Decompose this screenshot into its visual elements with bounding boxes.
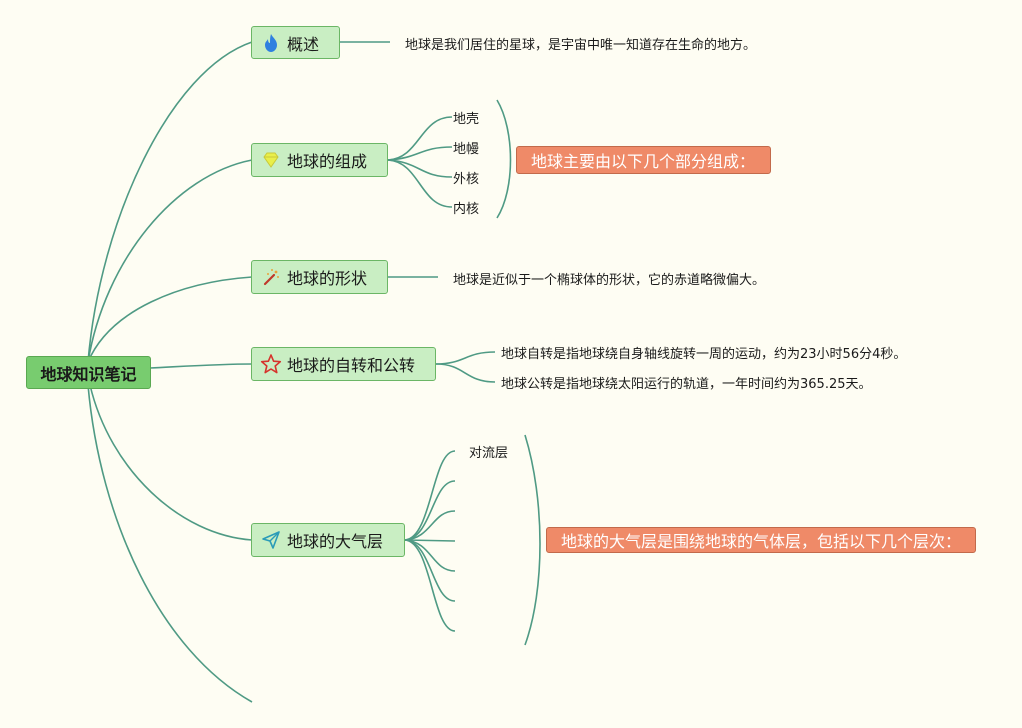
link-overview (87, 41, 253, 363)
shape-text: 地球是近似于一个椭球体的形状，它的赤道略微偏大。 (453, 272, 766, 288)
branch-overview-label: 概述 (287, 34, 320, 54)
composition-item: 内核 (453, 201, 480, 217)
branch-atmosphere[interactable]: 地球的大气层 (251, 523, 405, 557)
link-motion (149, 363, 253, 369)
branch-composition-label: 地球的组成 (287, 152, 368, 171)
atmosphere-summary[interactable]: 地球的大气层是围绕地球的气体层，包括以下几个层次： (546, 527, 976, 553)
motion-item: 地球自转是指地球绕自身轴线旋转一周的运动，约为23小时56分4秒。 (501, 346, 907, 362)
branch-overview[interactable]: 概述 (251, 26, 340, 59)
fire-icon (260, 32, 282, 54)
branch-motion-label: 地球的自转和公转 (287, 356, 416, 375)
branch-atmosphere-label: 地球的大气层 (287, 532, 384, 551)
composition-summary[interactable]: 地球主要由以下几个部分组成： (516, 146, 771, 174)
composition-item: 地幔 (453, 141, 480, 157)
magic-wand-icon (260, 266, 282, 288)
link-composition (87, 159, 253, 363)
star-icon (260, 353, 282, 375)
overview-text: 地球是我们居住的星球，是宇宙中唯一知道存在生命的地方。 (405, 37, 757, 53)
branch-composition[interactable]: 地球的组成 (251, 143, 388, 177)
root-label: 地球知识笔记 (40, 364, 137, 384)
link-shape (87, 276, 253, 363)
link-extra (87, 384, 253, 703)
branch-shape-label: 地球的形状 (287, 269, 368, 288)
link-atmosphere (89, 384, 253, 541)
atmosphere-item: 对流层 (469, 445, 509, 461)
paper-plane-icon (260, 529, 282, 551)
branch-shape[interactable]: 地球的形状 (251, 260, 388, 294)
root-node[interactable]: 地球知识笔记 (26, 356, 151, 389)
diamond-icon (260, 149, 282, 171)
composition-item: 外核 (453, 171, 480, 187)
composition-item: 地壳 (453, 111, 480, 127)
motion-item: 地球公转是指地球绕太阳运行的轨道，一年时间约为365.25天。 (501, 376, 872, 392)
branch-motion[interactable]: 地球的自转和公转 (251, 347, 436, 381)
